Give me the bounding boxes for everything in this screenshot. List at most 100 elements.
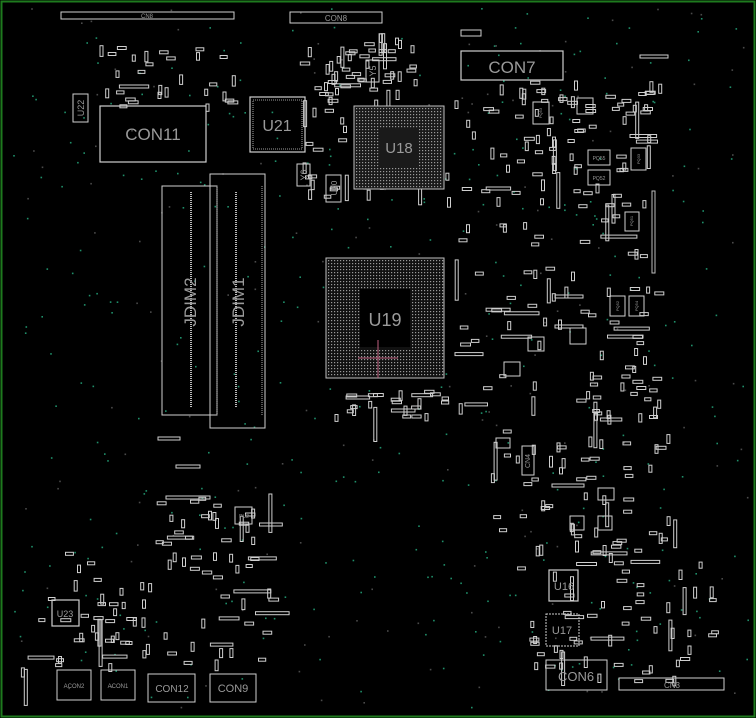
- bga-ball: [419, 114, 421, 116]
- bga-ball: [386, 120, 388, 122]
- smd-pad: [621, 569, 630, 574]
- bga-ball: [343, 299, 345, 301]
- component-u19[interactable]: U19: [325, 257, 445, 379]
- component-con7[interactable]: CON7: [460, 50, 564, 81]
- via: [314, 417, 316, 420]
- component-con11[interactable]: CON11: [99, 105, 207, 163]
- bga-ball: [389, 126, 391, 128]
- bga-ball: [431, 168, 433, 170]
- bga-ball: [361, 275, 363, 277]
- component-cn8[interactable]: CN8: [60, 11, 235, 20]
- component-u23[interactable]: U23: [51, 599, 80, 627]
- via: [95, 145, 97, 148]
- bga-ball: [334, 323, 336, 325]
- bga-ball: [418, 329, 420, 331]
- component-pq53[interactable]: PQ53: [532, 101, 550, 125]
- bga-ball: [419, 141, 421, 143]
- via: [390, 246, 392, 248]
- bga-ball: [379, 368, 381, 370]
- bga-ball: [439, 362, 441, 364]
- bga-ball: [346, 317, 348, 319]
- bga-ball: [373, 278, 375, 280]
- smd-pad: [616, 168, 624, 173]
- component-pq55[interactable]: PQ55: [587, 149, 611, 166]
- bga-ball: [440, 168, 442, 170]
- bga-ball: [331, 281, 333, 283]
- smd-pad: [653, 626, 658, 634]
- bga-ball: [436, 260, 438, 262]
- bga-ball: [410, 114, 412, 116]
- component-con12[interactable]: CON12: [147, 673, 196, 703]
- component-con9[interactable]: CON9: [209, 673, 257, 703]
- bga-ball: [415, 293, 417, 295]
- component-u20[interactable]: U20: [325, 174, 342, 203]
- component-acon2[interactable]: ACON2: [56, 669, 92, 701]
- component-cn4[interactable]: CN4: [521, 445, 535, 476]
- component-con6[interactable]: CON6: [545, 659, 608, 691]
- component-jdim1[interactable]: JDIM1: [209, 173, 266, 429]
- long-connector-right[interactable]: [651, 190, 656, 274]
- bga-ball: [412, 329, 414, 331]
- bga-ball: [370, 362, 372, 364]
- bga-ball: [337, 362, 339, 364]
- component-cn3[interactable]: CN3: [618, 677, 725, 691]
- smd-pad: [549, 455, 553, 468]
- bga-ball: [359, 132, 361, 134]
- bga-ball: [442, 287, 444, 289]
- bga-ball: [437, 141, 439, 143]
- component-pq52b[interactable]: PQ52: [609, 295, 626, 317]
- component-outline: [503, 361, 521, 377]
- smd-pad: [314, 86, 322, 91]
- bga-ball: [427, 260, 429, 262]
- bga-ball: [430, 362, 432, 364]
- u23-label: U23: [57, 609, 74, 619]
- component-u22[interactable]: U22: [72, 93, 89, 123]
- component-con8[interactable]: CON8: [289, 11, 383, 24]
- via: [94, 232, 96, 234]
- bga-ball: [398, 111, 400, 113]
- component-u21[interactable]: U21: [249, 96, 306, 153]
- bga-ball: [352, 275, 354, 277]
- via: [543, 559, 545, 561]
- bga-ball: [349, 281, 351, 283]
- component-u18[interactable]: U18: [353, 105, 445, 190]
- bga-ball: [343, 272, 345, 274]
- component-pu2[interactable]: PU2: [234, 506, 253, 525]
- bga-ball: [359, 150, 361, 152]
- component-y6[interactable]: Y6: [296, 163, 311, 187]
- bga-ball: [395, 183, 397, 185]
- bga-ball: [421, 263, 423, 265]
- bga-ball: [352, 341, 354, 343]
- component-u16[interactable]: U16: [548, 569, 579, 602]
- bga-ball: [331, 323, 333, 325]
- component-y5[interactable]: Y5: [365, 59, 380, 83]
- via: [144, 629, 146, 632]
- bga-ball: [340, 323, 342, 325]
- bga-ball: [331, 329, 333, 331]
- component-pq54[interactable]: PQ54: [628, 295, 645, 317]
- via: [114, 68, 117, 71]
- bga-ball: [356, 123, 358, 125]
- bga-ball: [424, 272, 426, 274]
- smd-pad: [599, 350, 604, 361]
- pq52-label: PQ52: [593, 176, 606, 182]
- component-pq33[interactable]: PQ33: [630, 147, 647, 171]
- bga-ball: [437, 156, 439, 158]
- component-pq51[interactable]: PQ51: [624, 211, 640, 232]
- component-u17[interactable]: U17: [545, 613, 580, 647]
- bga-ball: [352, 272, 354, 274]
- bga-ball: [427, 359, 429, 361]
- bga-ball: [382, 281, 384, 283]
- component-pq52[interactable]: PQ52: [587, 169, 611, 186]
- smd-pad: [491, 308, 503, 313]
- smd-pad: [570, 96, 575, 109]
- smd-pad: [345, 51, 356, 56]
- bga-ball: [397, 269, 399, 271]
- smd-pad: [574, 129, 584, 133]
- via: [671, 377, 674, 379]
- component-jdim2[interactable]: JDIM2: [161, 185, 218, 416]
- bga-ball: [361, 281, 363, 283]
- component-acon1[interactable]: ACON1: [100, 669, 136, 701]
